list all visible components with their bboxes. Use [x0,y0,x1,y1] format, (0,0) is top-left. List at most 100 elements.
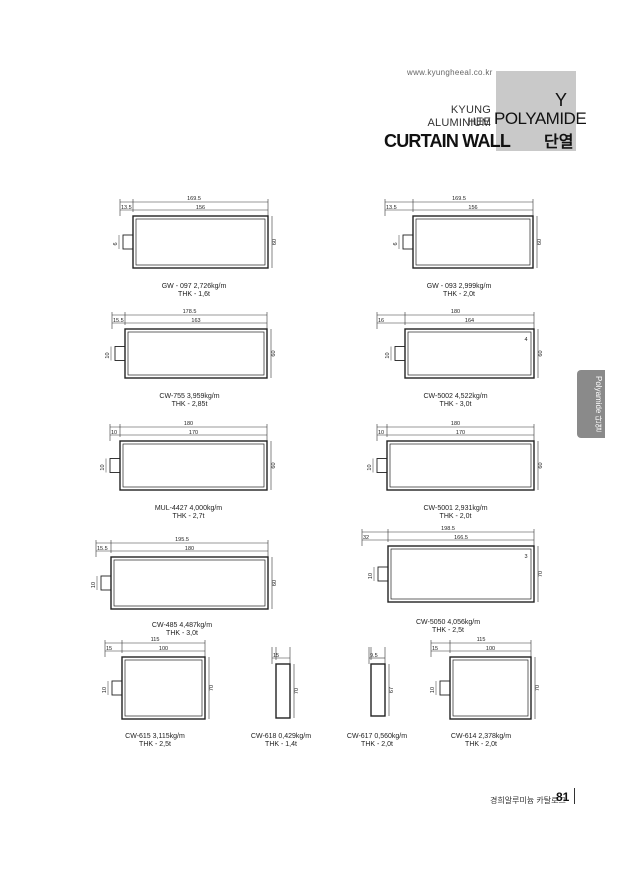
profile-inner-wall [407,331,532,376]
profile-code-weight: CW-485 4,487kg/m [151,622,213,629]
profile-thickness: THK - 2,5t [139,741,171,748]
profile-inner-wall [127,331,265,376]
brand-line-1: KYUNG HEE [450,104,491,128]
profile-inner-wall [135,218,266,266]
profile-outline [370,663,386,717]
profile-inner-wall [124,659,203,717]
profile-code-weight: CW-5002 4,522kg/m [423,393,488,400]
dimension-inner-label: 100 [159,646,168,652]
profile-code-weight: CW-615 3,115kg/m [125,733,185,740]
profile-code-weight: CW-5001 2,931kg/m [423,505,488,512]
dimension-height-label: 67 [389,687,395,693]
dimension-height-label: 60 [271,350,277,356]
dimension-total-label: 178.5 [183,309,197,315]
dimension-total-label: 115 [477,637,486,643]
dimension-left-label: 15.5 [97,546,108,552]
profile-thickness: THK - 2,5t [432,627,464,634]
thermal-break-connector [439,680,451,696]
profile-thickness: THK - 1,4t [265,741,297,748]
dimension-total-label: 180 [451,421,460,427]
thermal-break-connector [114,346,126,361]
dimension-left-label: 15 [273,653,279,659]
dimension-total-label: 180 [184,421,193,427]
dimension-total-label: 169.5 [452,196,466,202]
profile-code-weight: MUL-4427 4,000kg/m [154,505,223,512]
profile-thickness: THK - 2,0t [443,291,475,298]
profile-thickness: THK - 2,85t [171,401,208,408]
profile-code-weight: CW-618 0,429kg/m [250,733,312,740]
profile-inner-wall [113,559,266,607]
dimension-total-label: 115 [151,637,160,643]
profile-code-weight: CW-617 0,560kg/m [346,733,408,740]
dimension-height-label: 70 [294,688,300,694]
dimension-inner-label: 156 [196,205,205,211]
profile-code-weight: GW - 093 2,999kg/m [426,283,492,290]
brand-line-2: ALUMINIUM [427,117,491,129]
dimension-height-label: 60 [538,350,544,356]
thermal-break-connector [376,458,388,473]
dimension-left-label: 16 [378,318,384,324]
dimension-left-label: 15.5 [113,318,124,324]
profile-outline [110,556,269,610]
dimension-small-label: 6 [393,242,399,245]
profile-outline [275,663,291,719]
dimension-small-label: 10 [368,573,374,579]
profile-outline [449,656,532,720]
profile-code-weight: CW-614 2,378kg/m [450,733,512,740]
dimension-extra-label: 4 [524,337,527,343]
dimension-small-label: 10 [385,352,391,358]
profile-inner-wall [389,443,532,488]
dimension-height-label: 70 [209,685,215,691]
profile-code-weight: CW-755 3,959kg/m [159,393,220,400]
profile-thickness: THK - 1,6t [178,291,210,298]
side-index-label: Polyamide 단열 [594,376,603,432]
thermal-break-connector [394,346,406,361]
dimension-height-label: 60 [537,239,543,245]
dimension-height-label: 70 [535,685,541,691]
dimension-total-label: 195.5 [175,537,189,543]
dimension-inner-label: 156 [468,205,477,211]
dimension-total-label: 180 [451,309,460,315]
profile-outline [124,328,268,379]
profile-thickness: THK - 2,0t [361,741,393,748]
profile-thickness: THK - 3,0t [166,630,198,637]
profile-code-weight: GW - 097 2,726kg/m [161,283,227,290]
dimension-inner-label: 163 [191,318,200,324]
profile-outline [412,215,534,269]
dimension-left-label: 32 [363,535,369,541]
dimension-height-label: 60 [272,239,278,245]
dimension-small-label: 10 [102,687,108,693]
dimension-left-label: 13.5 [121,205,132,211]
dimension-left-label: 15 [432,646,438,652]
footer-label: 경희알루미늄 카탈로그 [490,796,566,805]
category-letter: Y [555,90,568,110]
side-index-tab[interactable] [577,370,605,438]
profile-inner-wall [122,443,265,488]
profile-thickness: THK - 3,0t [439,401,472,408]
profile-inner-wall [452,659,529,717]
thermal-break-connector [377,566,389,582]
profile-thickness: THK - 2,7t [172,513,205,520]
dimension-inner-label: 164 [465,318,474,324]
profile-outline [404,328,535,379]
dimension-height-label: 60 [271,462,277,468]
profile-outline [132,215,269,269]
profile-outline [121,656,206,720]
website-url: www.kyungheeal.co.kr [407,68,493,77]
dimension-height-label: 60 [272,580,278,586]
category-box [496,71,576,151]
dimension-left-label: 10 [111,430,117,436]
profile-outline [119,440,268,491]
dimension-small-label: 10 [367,464,373,470]
